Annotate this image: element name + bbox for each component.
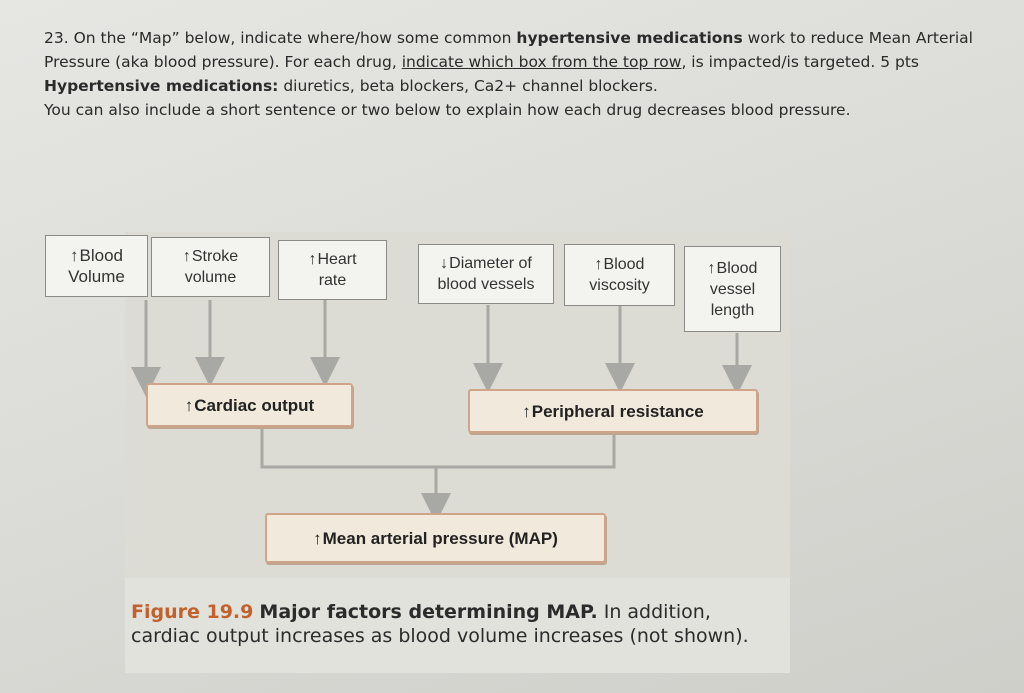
box-cardiac-output: ↑Cardiac output: [146, 383, 353, 427]
question-keyword-medications: hypertensive medications: [516, 29, 743, 47]
down-arrow-icon: ↓: [440, 255, 449, 272]
question-line-4: You can also include a short sentence or…: [44, 101, 851, 119]
question-underlined-instruction: indicate which box from the top row: [401, 53, 682, 71]
up-arrow-icon: ↑: [594, 256, 603, 273]
question-line-3: Hypertensive medications: diuretics, bet…: [44, 77, 658, 95]
up-arrow-icon: ↑: [522, 401, 531, 421]
up-arrow-icon: ↑: [182, 248, 191, 265]
figure-caption: Figure 19.9 Major factors determining MA…: [131, 601, 749, 647]
up-arrow-icon: ↑: [707, 259, 716, 277]
up-arrow-icon: ↑: [308, 251, 317, 268]
caption-background: [125, 578, 790, 673]
question-text: 23. On the “Map” below, indicate where/h…: [44, 26, 1014, 122]
figure-caption-body: cardiac output increases as blood volume…: [131, 625, 749, 647]
up-arrow-icon: ↑: [313, 528, 322, 548]
box-mean-arterial-pressure: ↑Mean arterial pressure (MAP): [265, 513, 606, 563]
figure-title: Major factors determining MAP.: [259, 601, 598, 623]
question-line-1: 23. On the “Map” below, indicate where/h…: [44, 29, 973, 47]
up-arrow-icon: ↑: [70, 246, 79, 265]
question-line-2: Pressure (aka blood pressure). For each …: [44, 53, 920, 71]
box-peripheral-resistance: ↑Peripheral resistance: [468, 389, 758, 433]
up-arrow-icon: ↑: [184, 395, 194, 415]
figure-label: Figure 19.9: [131, 601, 254, 623]
